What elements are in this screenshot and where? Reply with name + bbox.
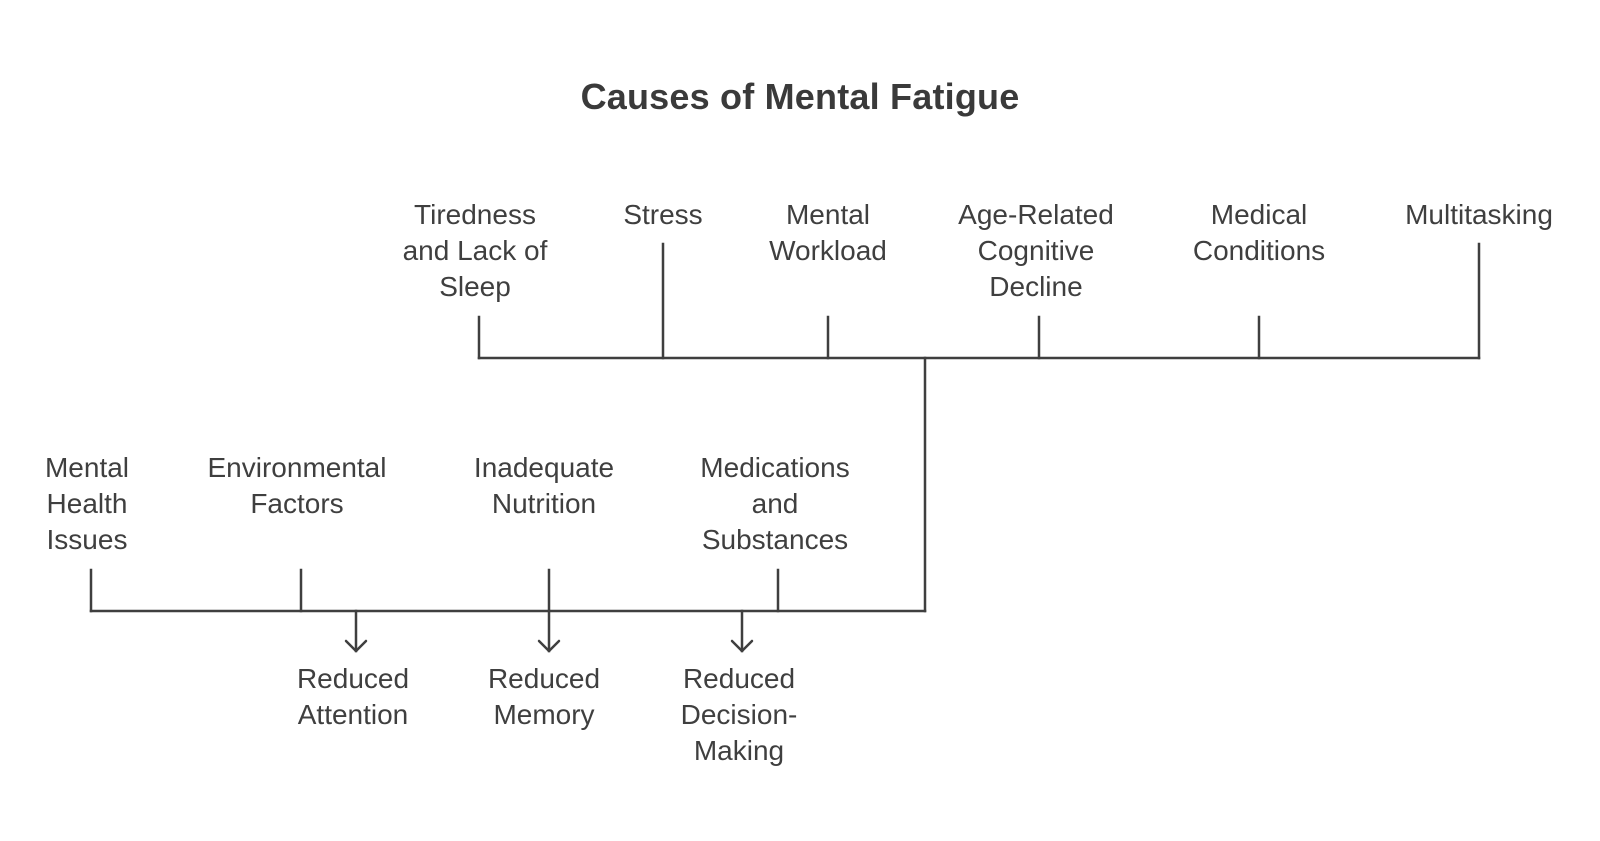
- arrow-decision-head: [730, 639, 754, 653]
- cause-inadequate-nutrition: Inadequate Nutrition: [473, 452, 615, 519]
- arrow-memory-head: [537, 639, 561, 653]
- cause-multitasking: Multitasking: [1405, 199, 1553, 230]
- cause-environmental-factors: Environmental Factors: [207, 452, 387, 519]
- cause-mental-workload: Mental Workload: [769, 199, 887, 266]
- cause-age-related-decline: Age-Related Cognitive Decline: [958, 199, 1114, 302]
- diagram-title: Causes of Mental Fatigue: [580, 76, 1020, 117]
- effect-reduced-attention: Reduced Attention: [296, 663, 410, 730]
- cause-medications-substances: Medications and Substances: [700, 452, 850, 555]
- effect-reduced-decision-making: Reduced Decision- Making: [680, 663, 798, 766]
- cause-mental-health-issues: Mental Health Issues: [44, 452, 130, 555]
- effect-reduced-memory: Reduced Memory: [487, 663, 601, 730]
- cause-tiredness: Tiredness and Lack of Sleep: [402, 199, 548, 302]
- arrow-attention-head: [344, 639, 368, 653]
- cause-stress: Stress: [623, 199, 703, 230]
- cause-medical-conditions: Medical Conditions: [1192, 199, 1326, 266]
